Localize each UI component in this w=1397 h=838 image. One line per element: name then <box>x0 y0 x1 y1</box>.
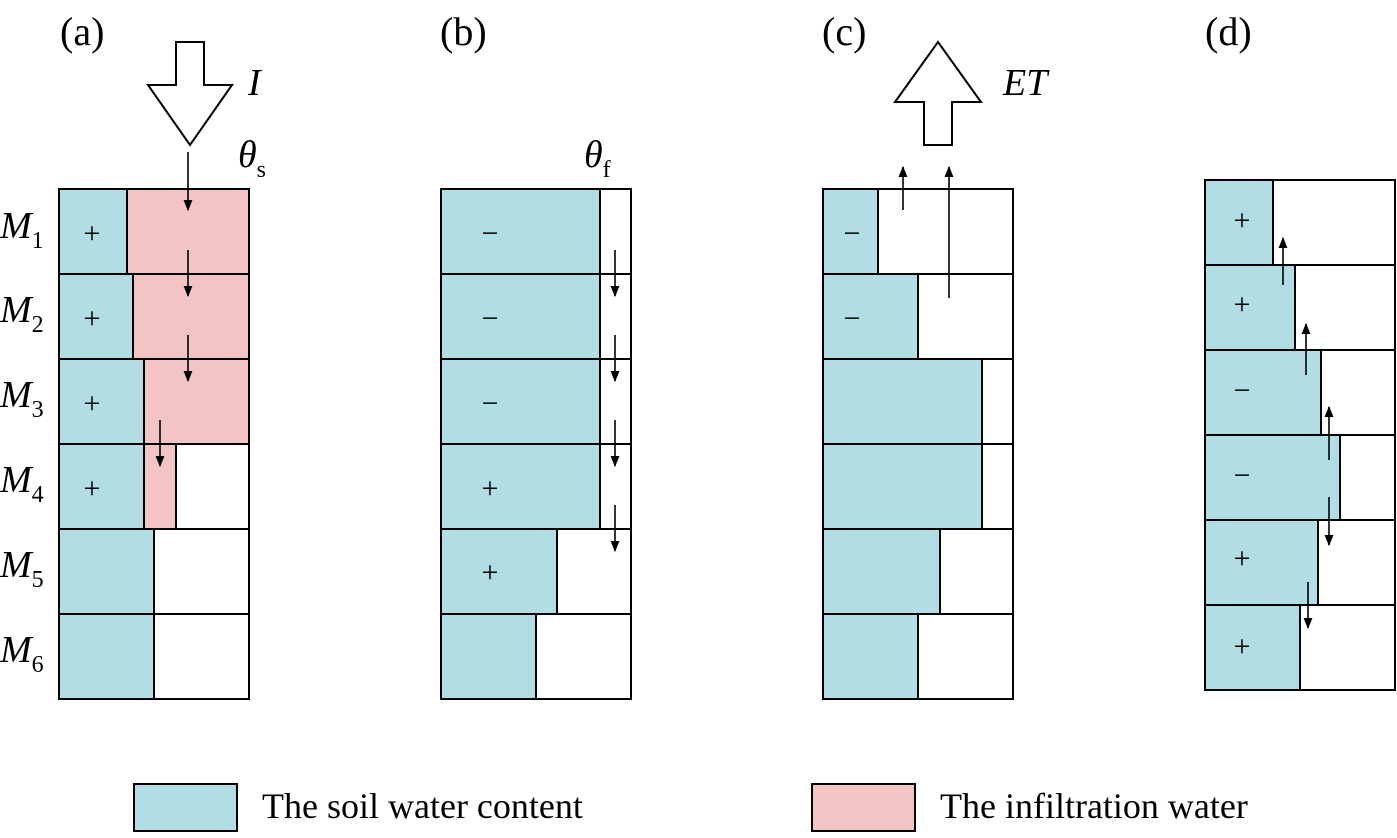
layer-label-m5: M5 <box>0 544 44 593</box>
soil-water-fill <box>440 613 537 700</box>
layer-sign: + <box>84 472 101 505</box>
layer-label-m6: M6 <box>0 629 44 678</box>
soil-water-fill <box>822 528 941 615</box>
soil-water-fill <box>58 528 155 615</box>
layer-sign: + <box>482 556 499 589</box>
soil-water-fill <box>58 273 134 360</box>
legend-swatch-soil-water <box>133 783 238 832</box>
layer-sign: + <box>84 387 101 420</box>
panel-d: + + − − + + <box>1204 179 1396 691</box>
soil-water-fill <box>1204 349 1322 436</box>
soil-water-fill <box>822 613 919 700</box>
layer-sign: − <box>1234 459 1251 492</box>
legend-label-soil-water: The soil water content <box>262 786 583 826</box>
panel-a: I θs + + + + <box>58 41 266 700</box>
soil-water-fill <box>1204 179 1274 266</box>
legend-swatch-infiltration <box>811 783 916 832</box>
soil-water-fill <box>58 358 145 445</box>
field-capacity-symbol: θf <box>584 134 611 183</box>
saturation-symbol: θs <box>238 134 266 183</box>
legend-label-infiltration: The infiltration water <box>940 786 1248 826</box>
layer-label-m1: M1 <box>0 205 44 254</box>
soil-water-fill <box>1204 519 1319 606</box>
layer-sign: − <box>482 387 499 420</box>
evapotranspiration-label: ET <box>1002 62 1050 104</box>
layer-labels: M1 M2 M3 M4 M5 M6 <box>0 205 44 678</box>
soil-water-fill <box>440 358 601 445</box>
layer-sign: − <box>482 302 499 335</box>
layer-sign: + <box>1234 630 1251 663</box>
layer-sign: − <box>844 217 861 250</box>
soil-water-fill <box>822 273 919 360</box>
soil-water-fill <box>822 443 983 530</box>
panel-c: ET − − <box>822 40 1050 700</box>
soil-water-fill <box>440 528 558 615</box>
panel-b: θf − − − + + <box>440 134 632 700</box>
layer-label-m2: M2 <box>0 289 44 338</box>
legend: The soil water content The infiltration … <box>133 783 1248 832</box>
layer-sign: + <box>1234 288 1251 321</box>
infiltration-arrow-icon <box>146 41 234 147</box>
soil-water-fill <box>440 443 601 530</box>
soil-water-fill <box>58 613 155 700</box>
soil-water-fill <box>58 443 145 530</box>
layer-sign: + <box>84 217 101 250</box>
evapotranspiration-arrow-icon <box>893 40 983 146</box>
layer-sign: − <box>844 302 861 335</box>
panel-label-c: (c) <box>822 9 866 54</box>
panel-label-a: (a) <box>60 9 104 54</box>
soil-water-fill <box>440 273 601 360</box>
layer-sign: + <box>1234 204 1251 237</box>
infiltration-fill <box>143 358 250 445</box>
soil-water-fill <box>1204 434 1341 521</box>
layer-label-m4: M4 <box>0 459 44 508</box>
soil-water-fill <box>440 188 601 275</box>
soil-water-fill <box>1204 604 1301 691</box>
infiltration-label: I <box>247 62 263 104</box>
layer-sign: + <box>84 302 101 335</box>
panel-label-b: (b) <box>440 9 487 54</box>
layer-sign: + <box>482 472 499 505</box>
layer-sign: − <box>482 217 499 250</box>
panel-label-d: (d) <box>1205 9 1252 54</box>
layer-label-m3: M3 <box>0 374 44 423</box>
layer-sign: + <box>1234 542 1251 575</box>
soil-water-fill <box>822 358 983 445</box>
layer-sign: − <box>1234 374 1251 407</box>
infiltration-fill <box>132 273 250 360</box>
